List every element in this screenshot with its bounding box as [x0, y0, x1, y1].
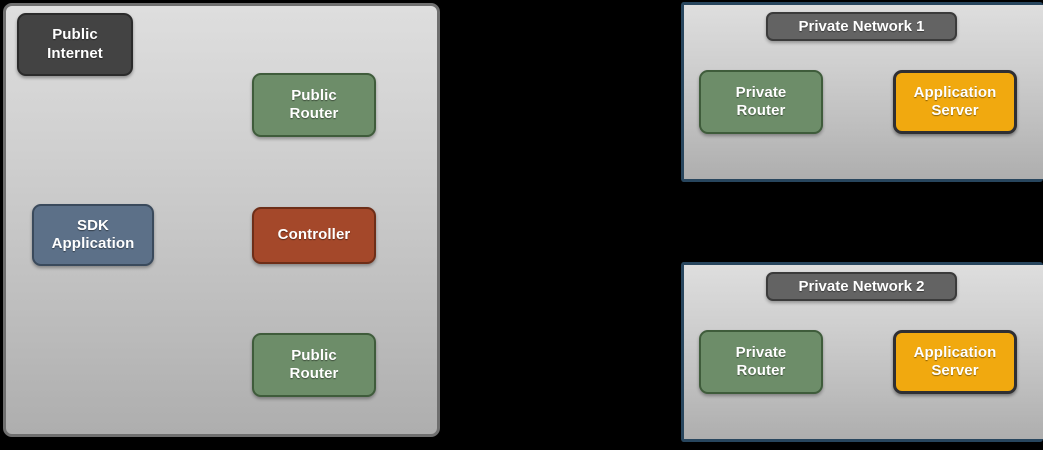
node-private-router-2-label: Private Router	[735, 343, 787, 379]
node-public-router-bottom[interactable]: Public Router	[252, 333, 376, 397]
private-network-1-zone: Private Network 1 Private Router Applica…	[681, 2, 1043, 182]
node-application-server-1[interactable]: Application Server	[893, 70, 1017, 134]
private-network-1-badge-label: Private Network 1	[798, 18, 925, 35]
node-sdk-application-label: SDK Application	[51, 216, 135, 252]
node-private-router-2[interactable]: Private Router	[699, 330, 823, 394]
node-public-router-top[interactable]: Public Router	[252, 73, 376, 137]
node-application-server-2-label: Application Server	[913, 343, 997, 379]
node-controller[interactable]: Controller	[252, 207, 376, 264]
node-application-server-1-label: Application Server	[913, 83, 997, 119]
node-application-server-2[interactable]: Application Server	[893, 330, 1017, 394]
private-network-2-zone: Private Network 2 Private Router Applica…	[681, 262, 1043, 442]
private-network-2-badge-label: Private Network 2	[798, 278, 925, 295]
private-network-1-badge: Private Network 1	[766, 12, 957, 41]
public-network-zone: Public Internet Public Router SDK Applic…	[3, 3, 440, 437]
node-private-router-1[interactable]: Private Router	[699, 70, 823, 134]
node-controller-label: Controller	[277, 226, 351, 244]
node-sdk-application[interactable]: SDK Application	[32, 204, 154, 266]
node-public-router-top-label: Public Router	[289, 86, 339, 122]
private-network-2-badge: Private Network 2	[766, 272, 957, 301]
node-public-internet[interactable]: Public Internet	[17, 13, 133, 76]
node-private-router-1-label: Private Router	[735, 83, 787, 119]
node-public-router-bottom-label: Public Router	[289, 346, 339, 382]
node-public-internet-label: Public Internet	[47, 26, 103, 62]
